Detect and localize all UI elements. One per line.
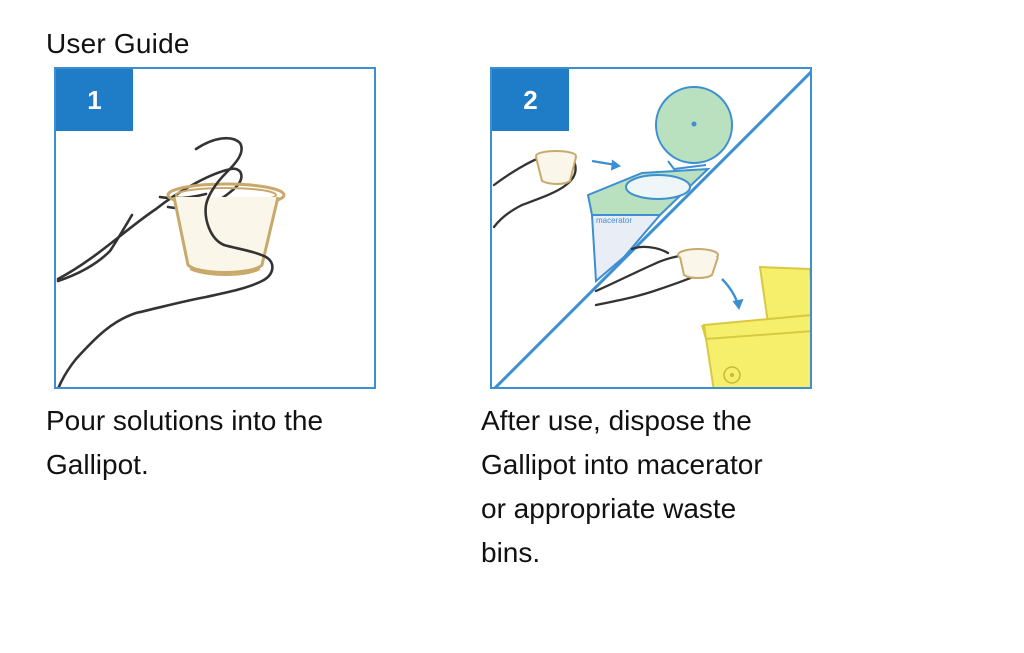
gallipot-icon [166, 182, 286, 276]
disposal-illustration: macerator [492, 70, 810, 387]
macerator-icon: macerator [586, 86, 733, 284]
hand-palm [56, 213, 134, 283]
upper-gallipot-icon [535, 150, 577, 185]
hand-outline [56, 167, 243, 281]
step-1-illustration: 1 [54, 67, 376, 389]
waste-bin-icon [701, 265, 810, 387]
step-2-caption: After use, dispose the Gallipot into mac… [481, 405, 763, 568]
step-1-badge: 1 [56, 69, 133, 131]
step-2-badge: 2 [492, 69, 569, 131]
diagonal-divider [493, 70, 810, 387]
step-2-illustration: 2 macerator [490, 67, 812, 389]
macerator-label: macerator [596, 216, 632, 225]
step-1-caption: Pour solutions into the Gallipot. [46, 405, 324, 480]
lower-gallipot-icon [677, 248, 719, 279]
hand-thumb [57, 136, 274, 387]
page-title: User Guide [46, 28, 190, 59]
hand-holding-gallipot-illustration [56, 136, 286, 387]
